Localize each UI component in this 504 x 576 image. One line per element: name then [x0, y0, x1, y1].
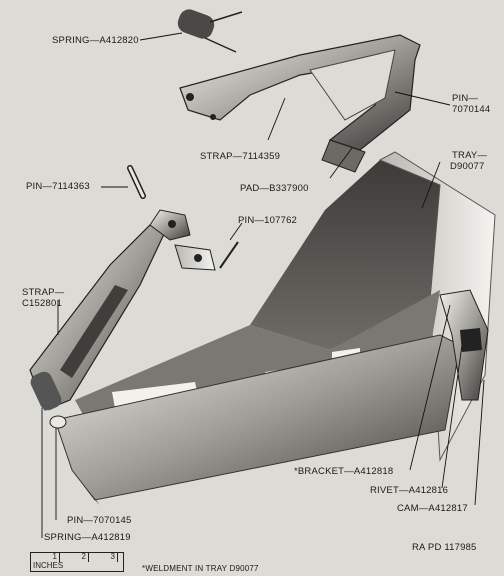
label-pin-107762: PIN—107762 [238, 215, 298, 226]
label-tray-line1: TRAY— [452, 150, 488, 161]
label-rivet-a412816: RIVET—A412816 [370, 485, 449, 496]
scale-unit: INCHES [33, 561, 64, 570]
top-strap [179, 34, 421, 173]
scale-tick-2: 2 [60, 552, 89, 562]
label-strap-c152801-line1: STRAP— [22, 287, 65, 298]
cam-assembly [439, 289, 489, 401]
label-weldment-note: *WELDMENT IN TRAY D90077 [142, 564, 259, 573]
scale-tick-1: 1 [31, 552, 60, 562]
scale-bar: 1 2 3 INCHES [30, 552, 124, 572]
pin-7114363 [127, 165, 146, 199]
label-spring-a412819: SPRING—A412819 [44, 532, 131, 543]
label-pin-7114363: PIN—7114363 [26, 181, 90, 192]
label-cam-a412817: CAM—A412817 [397, 503, 468, 514]
label-tray-line2: D90077 [450, 161, 485, 172]
label-strap-7114359: STRAP—7114359 [200, 151, 281, 162]
label-ra-pd-117985: RA PD 117985 [412, 542, 477, 553]
tray [54, 151, 496, 505]
label-strap-c152801-line2: C152801 [22, 298, 62, 309]
label-pin-7070144-line2: 7070144 [452, 104, 491, 115]
pin-bracket [174, 241, 239, 271]
label-bracket-a412818: *BRACKET—A412818 [294, 466, 394, 477]
top-spring [177, 9, 243, 53]
label-spring-a412820: SPRING—A412820 [52, 35, 139, 46]
label-pin-7070145: PIN—7070145 [67, 515, 132, 526]
label-pad-b337900: PAD—B337900 [240, 183, 309, 194]
scale-tick-3: 3 [89, 552, 118, 562]
bottom-spring [30, 371, 67, 429]
label-pin-7070144-line1: PIN— [452, 93, 479, 104]
leader-lines [41, 32, 485, 538]
